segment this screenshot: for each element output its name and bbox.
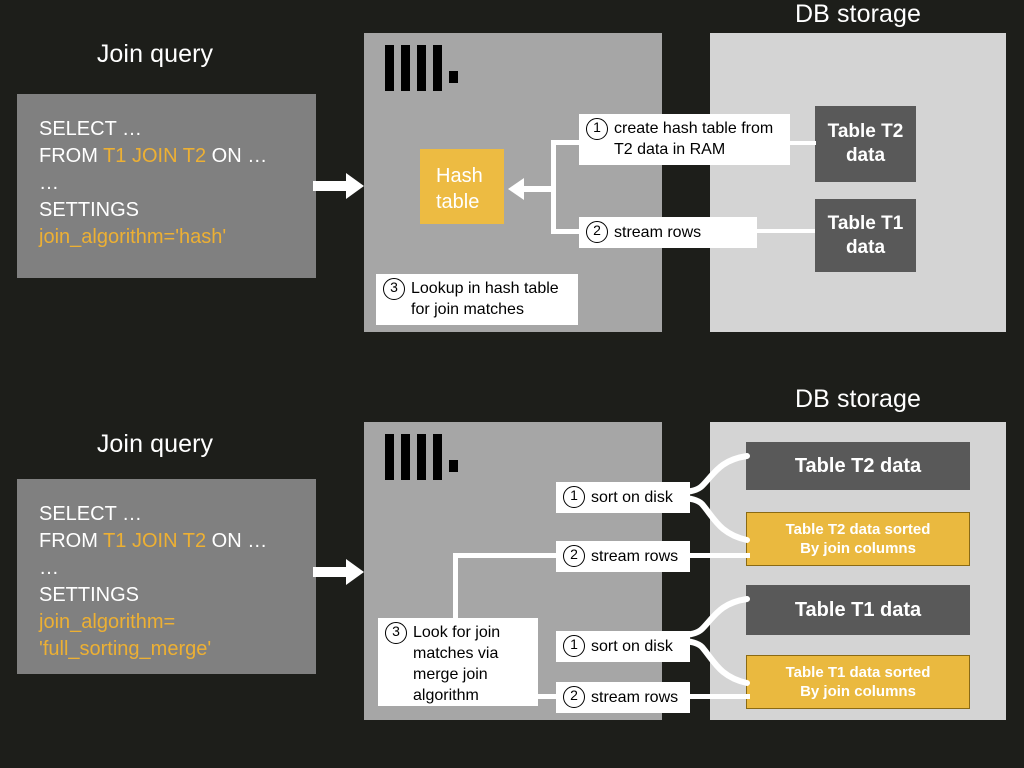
bottom-connector-merge-spine bbox=[453, 553, 458, 625]
bottom-query-line-2c: ON … bbox=[206, 530, 268, 552]
top-callout-2: 2 stream rows bbox=[579, 217, 757, 248]
bottom-query-line-5: join_algorithm= bbox=[39, 611, 176, 633]
bottom-callout-3-text: Look for join matches via merge join alg… bbox=[413, 624, 501, 704]
bottom-table-t2-data: Table T2 data bbox=[746, 442, 970, 490]
top-query-line-2a: FROM bbox=[39, 145, 104, 167]
top-connector-to-hash bbox=[524, 186, 554, 192]
bottom-connector-stream-t2-left bbox=[453, 553, 558, 558]
bottom-table-t1-data: Table T1 data bbox=[746, 585, 970, 635]
bottom-query-code: SELECT … FROM T1 JOIN T2 ON … … SETTINGS… bbox=[39, 501, 267, 663]
bottom-query-line-2b: T1 JOIN T2 bbox=[103, 530, 207, 552]
top-callout-2-text: stream rows bbox=[614, 223, 702, 241]
top-query-to-engine-arrow-icon bbox=[313, 173, 364, 199]
top-connector-spine-bottom-stub bbox=[551, 229, 581, 234]
top-query-line-2b: T1 JOIN T2 bbox=[103, 145, 207, 167]
top-db-storage-title: DB storage bbox=[794, 0, 922, 28]
hash-table-label: Hash table bbox=[436, 165, 483, 213]
top-query-box: SELECT … FROM T1 JOIN T2 ON … … SETTINGS… bbox=[17, 94, 316, 278]
top-table-t2-data: Table T2 data bbox=[815, 106, 916, 182]
top-query-line-2c: ON … bbox=[206, 145, 268, 167]
top-callout-3: 3 Lookup in hash table for join matches bbox=[376, 274, 578, 325]
bottom-query-line-6: 'full_sorting_merge' bbox=[39, 638, 212, 660]
bottom-connector-stream-t2 bbox=[688, 553, 750, 558]
bottom-table-t1-sorted: Table T1 data sorted By join columns bbox=[746, 655, 970, 709]
bottom-connector-stream-t1 bbox=[688, 694, 750, 699]
bottom-join-query-title: Join query bbox=[96, 430, 214, 458]
top-connector-1-to-t2 bbox=[788, 141, 816, 145]
top-query-code: SELECT … FROM T1 JOIN T2 ON … … SETTINGS… bbox=[39, 116, 267, 251]
bottom-callout-1-t2: 1 sort on disk bbox=[556, 482, 690, 513]
top-query-line-1: SELECT … bbox=[39, 118, 142, 140]
bottom-query-line-1: SELECT … bbox=[39, 503, 142, 525]
bottom-callout-2-t1: 2 stream rows bbox=[556, 682, 690, 713]
bottom-query-line-3: … bbox=[39, 557, 59, 579]
bottom-callout-2-t1-number: 2 bbox=[563, 686, 585, 708]
bottom-callout-2-t2-text: stream rows bbox=[591, 547, 679, 565]
top-callout-3-text: Lookup in hash table for join matches bbox=[411, 280, 559, 318]
top-query-line-5: join_algorithm='hash' bbox=[39, 226, 227, 248]
clickhouse-logo-icon bbox=[385, 45, 465, 93]
clickhouse-logo-icon bbox=[385, 434, 465, 482]
hash-table-block: Hash table bbox=[420, 149, 504, 224]
top-join-query-title: Join query bbox=[96, 40, 214, 68]
top-query-line-4: SETTINGS bbox=[39, 199, 140, 221]
top-callout-1-text: create hash table from T2 data in RAM bbox=[614, 120, 774, 158]
bottom-query-line-4: SETTINGS bbox=[39, 584, 140, 606]
top-query-line-3: … bbox=[39, 172, 59, 194]
bottom-table-t2-sorted: Table T2 data sorted By join columns bbox=[746, 512, 970, 566]
top-connector-spine-top-stub bbox=[551, 140, 581, 145]
bottom-callout-1-t1: 1 sort on disk bbox=[556, 631, 690, 662]
top-hash-arrow-icon bbox=[508, 178, 524, 200]
top-connector-2-to-t1 bbox=[755, 229, 815, 233]
bottom-callout-2-t2: 2 stream rows bbox=[556, 541, 690, 572]
top-db-storage-panel: Table T2 data Table T1 data bbox=[710, 33, 1006, 332]
bottom-query-box: SELECT … FROM T1 JOIN T2 ON … … SETTINGS… bbox=[17, 479, 316, 674]
bottom-query-line-2a: FROM bbox=[39, 530, 104, 552]
top-table-t1-data: Table T1 data bbox=[815, 199, 916, 272]
bottom-callout-2-t2-number: 2 bbox=[563, 545, 585, 567]
bottom-db-storage-title: DB storage bbox=[794, 385, 922, 413]
bottom-callout-2-t1-text: stream rows bbox=[591, 688, 679, 706]
bottom-callout-3-number: 3 bbox=[385, 622, 407, 644]
top-callout-1: 1 create hash table from T2 data in RAM bbox=[579, 114, 790, 165]
bottom-callout-3-merge: 3 Look for join matches via merge join a… bbox=[378, 618, 538, 706]
bottom-query-to-engine-arrow-icon bbox=[313, 559, 364, 585]
bottom-callout-1-t2-text: sort on disk bbox=[591, 488, 673, 506]
top-callout-2-number: 2 bbox=[586, 221, 608, 243]
bottom-callout-1-t1-text: sort on disk bbox=[591, 637, 673, 655]
top-callout-1-number: 1 bbox=[586, 118, 608, 140]
bottom-callout-1-t2-number: 1 bbox=[563, 486, 585, 508]
bottom-db-storage-panel: Table T2 data Table T2 data sorted By jo… bbox=[710, 422, 1006, 720]
bottom-callout-1-t1-number: 1 bbox=[563, 635, 585, 657]
top-callout-3-number: 3 bbox=[383, 278, 405, 300]
